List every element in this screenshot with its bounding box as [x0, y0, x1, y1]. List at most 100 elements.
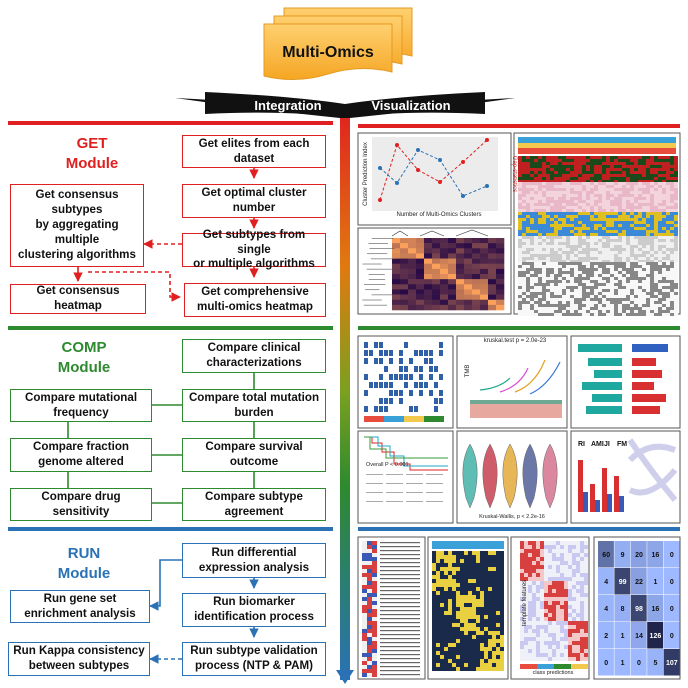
heatmap-cell [566, 162, 570, 165]
biomarker-cell [468, 555, 472, 559]
heatmap-cell [408, 253, 417, 259]
heatmap-cell [530, 257, 534, 260]
biomarker-cell [468, 623, 472, 627]
heatmap-cell [598, 271, 602, 274]
oncoprint-cell [414, 406, 418, 412]
biomarker-cell [500, 555, 504, 559]
heatmap-cell [662, 171, 666, 174]
kappa-value: 14 [635, 633, 643, 640]
heatmap-cell [392, 299, 401, 306]
heatmap-cell [646, 286, 650, 289]
heatmap-cell [546, 295, 550, 298]
heatmap-cell [522, 301, 526, 304]
ntp-cell [540, 629, 544, 633]
ntp-cell [524, 637, 528, 641]
ntp-cell [552, 649, 556, 653]
ntp-cell [564, 565, 568, 569]
heatmap-cell [646, 301, 650, 304]
heatmap-cell [646, 298, 650, 301]
heatmap-cell [598, 248, 602, 251]
heatmap-cell [546, 227, 550, 230]
heatmap-cell [646, 191, 650, 194]
gene-label [380, 618, 420, 620]
heatmap-cell [614, 182, 618, 185]
heatmap-cell [570, 200, 574, 203]
heatmap-cell [480, 294, 489, 301]
heatmap-cell [554, 242, 558, 245]
heatmap-cell [634, 268, 638, 271]
biomarker-cell [440, 583, 444, 587]
heatmap-cell [392, 279, 401, 285]
biomarker-cell [492, 663, 496, 667]
gsea-cell [367, 653, 372, 657]
gsea-cell [367, 565, 372, 569]
biomarker-cell [448, 655, 452, 659]
heatmap-cell [590, 233, 594, 236]
gsea-cell [362, 593, 367, 597]
heatmap-cell [606, 191, 610, 194]
heatmap-cell [618, 200, 622, 203]
heatmap-cell [526, 159, 530, 162]
heatmap-cell [654, 251, 658, 254]
heatmap-cell [634, 185, 638, 188]
heatmap-cell [530, 168, 534, 171]
ntp-cell [524, 629, 528, 633]
biomarker-cell [448, 615, 452, 619]
ntp-cell [532, 621, 536, 625]
biomarker-cell [472, 639, 476, 643]
heatmap-cell [578, 295, 582, 298]
ntp-cell [560, 577, 564, 581]
heatmap-cell [602, 212, 606, 215]
gsea-cell [367, 557, 372, 561]
heatmap-cell [400, 284, 409, 290]
heatmap-cell [558, 182, 562, 185]
heatmap-cell [550, 182, 554, 185]
biomarker-cell [456, 643, 460, 647]
heatmap-cell [578, 159, 582, 162]
heatmap-cell [590, 262, 594, 265]
heatmap-cell [638, 182, 642, 185]
heatmap-cell [662, 188, 666, 191]
biomarker-cell [500, 667, 504, 671]
biomarker-cell [500, 595, 504, 599]
heatmap-cell [416, 248, 425, 254]
heatmap-cell [642, 224, 646, 227]
heatmap-cell [542, 162, 546, 165]
biomarker-cell [432, 639, 436, 643]
heatmap-cell [666, 177, 670, 180]
heatmap-cell [530, 171, 534, 174]
ntp-cell [556, 613, 560, 617]
heatmap-cell [642, 203, 646, 206]
ntp-cell [572, 541, 576, 545]
heatmap-cell [440, 268, 449, 275]
heatmap-cell [392, 258, 401, 265]
heatmap-cell [654, 313, 658, 316]
heatmap-cell [530, 203, 534, 206]
heatmap-cell [586, 233, 590, 236]
heatmap-cell [522, 268, 526, 271]
heatmap-cell [586, 304, 590, 307]
ntp-cell [564, 541, 568, 545]
ntp-cell [564, 585, 568, 589]
kappa-value: 16 [652, 552, 660, 559]
heatmap-cell [650, 298, 654, 301]
biomarker-cell [436, 603, 440, 607]
heatmap-cell [526, 156, 530, 159]
heatmap-cell [670, 289, 674, 292]
heatmap-cell [650, 218, 654, 221]
kappa-value: 107 [666, 660, 678, 667]
ntp-cell [532, 565, 536, 569]
heatmap-cell [602, 239, 606, 242]
biomarker-cell [432, 551, 436, 555]
heatmap-cell [630, 224, 634, 227]
heatmap-cell [614, 209, 618, 212]
ntp-cell [564, 577, 568, 581]
heatmap-cell [570, 257, 574, 260]
biomarker-cell [444, 663, 448, 667]
heatmap-cell [614, 194, 618, 197]
ntp-cell [544, 589, 548, 593]
heatmap-cell [654, 277, 658, 280]
subtype-bar [379, 416, 384, 422]
heatmap-cell [582, 239, 586, 242]
heatmap-cell [578, 283, 582, 286]
